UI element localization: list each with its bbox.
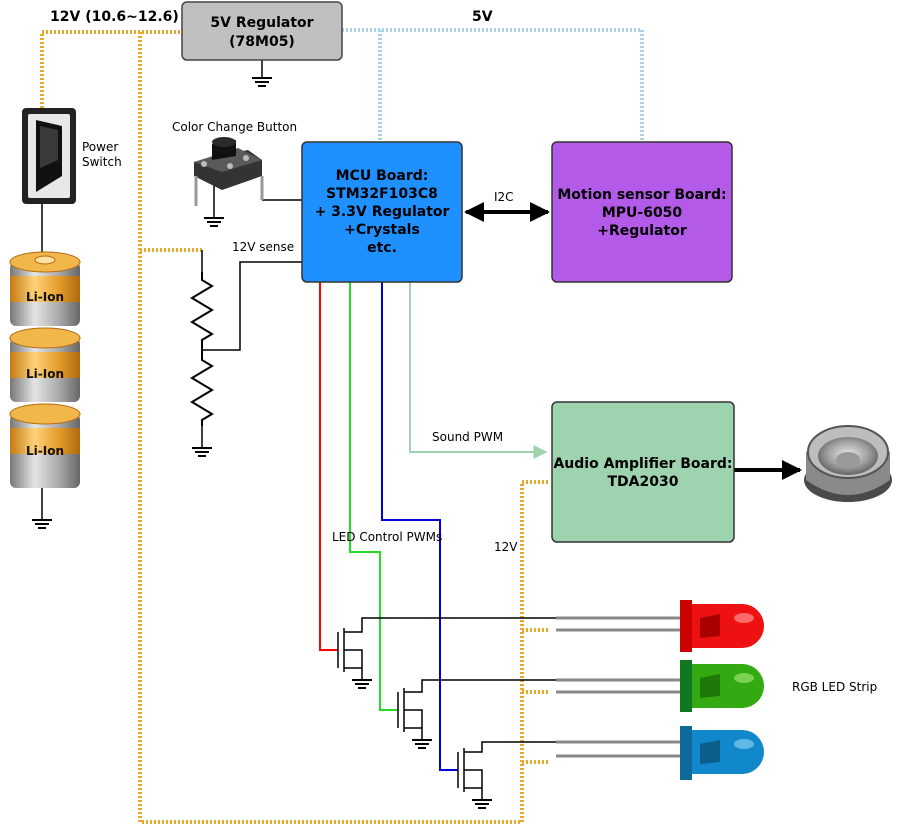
amp-line-2: TDA2030 (608, 474, 679, 490)
led-icon (556, 600, 764, 652)
power-switch-label-1: Power (82, 140, 118, 154)
supply-12v-label: 12V (10.6~12.6) (50, 9, 179, 25)
power-switch-icon (22, 108, 76, 204)
resistor-icon (190, 272, 214, 350)
mcu-line-4: +Crystals (344, 222, 420, 238)
sound-pwm-label: Sound PWM (432, 430, 503, 444)
transistor-icon (337, 617, 580, 689)
transistor-icon (397, 679, 580, 749)
color-change-button-label: Color Change Button (172, 120, 297, 134)
motion-line-3: +Regulator (597, 223, 687, 239)
speaker-icon (804, 425, 892, 502)
cell-label: Li-Ion (26, 444, 64, 458)
i2c-label: I2C (494, 190, 514, 204)
rgb-led-strip-label: RGB LED Strip (792, 680, 877, 694)
mcu-line-5: etc. (367, 240, 397, 256)
transistor-icon (457, 741, 580, 809)
wiring (41, 60, 302, 520)
pwm-blue-line (381, 282, 458, 771)
mcu-line-3: + 3.3V Regulator (315, 204, 450, 220)
ground-icon (32, 519, 52, 529)
power-switch-label-2: Switch (82, 155, 122, 169)
motion-sensor-block: Motion sensor Board: MPU-6050 +Regulator (551, 141, 733, 283)
cell-label: Li-Ion (26, 290, 64, 304)
motion-line-2: MPU-6050 (602, 205, 683, 221)
led-icon (556, 660, 764, 712)
pwm-red-line (319, 282, 338, 651)
motion-line-1: Motion sensor Board: (557, 187, 726, 203)
rail-12v (40, 30, 550, 824)
regulator-line-2: (78M05) (229, 34, 295, 50)
cell-label: Li-Ion (26, 367, 64, 381)
mcu-block: MCU Board: STM32F103C8 + 3.3V Regulator … (301, 141, 463, 283)
amp-line-1: Audio Amplifier Board: (553, 456, 732, 472)
sound-pwm-line (409, 282, 548, 459)
ground-icon (252, 77, 272, 87)
amp-12v-label: 12V (494, 540, 518, 554)
ground-icon (192, 447, 212, 457)
rail-5v-label: 5V (472, 9, 493, 25)
battery-cell-icon: Li-Ion (9, 251, 81, 326)
resistor-icon (190, 350, 214, 426)
push-button-icon (194, 137, 264, 206)
mcu-line-1: MCU Board: (336, 168, 429, 184)
rail-5v (342, 28, 644, 142)
mcu-line-2: STM32F103C8 (326, 186, 438, 202)
battery-cell-icon: Li-Ion (9, 327, 81, 402)
battery-cell-icon: Li-Ion (9, 403, 81, 488)
led-icon (556, 726, 764, 780)
led-control-pwms-label: LED Control PWMs (332, 530, 442, 544)
regulator-line-1: 5V Regulator (210, 15, 313, 31)
ground-icon (204, 217, 224, 227)
regulator-block: 5V Regulator (78M05) (181, 1, 343, 61)
pwm-green-line (349, 282, 398, 711)
sense-12v-label: 12V sense (232, 240, 294, 254)
amplifier-block: Audio Amplifier Board: TDA2030 (551, 401, 735, 543)
